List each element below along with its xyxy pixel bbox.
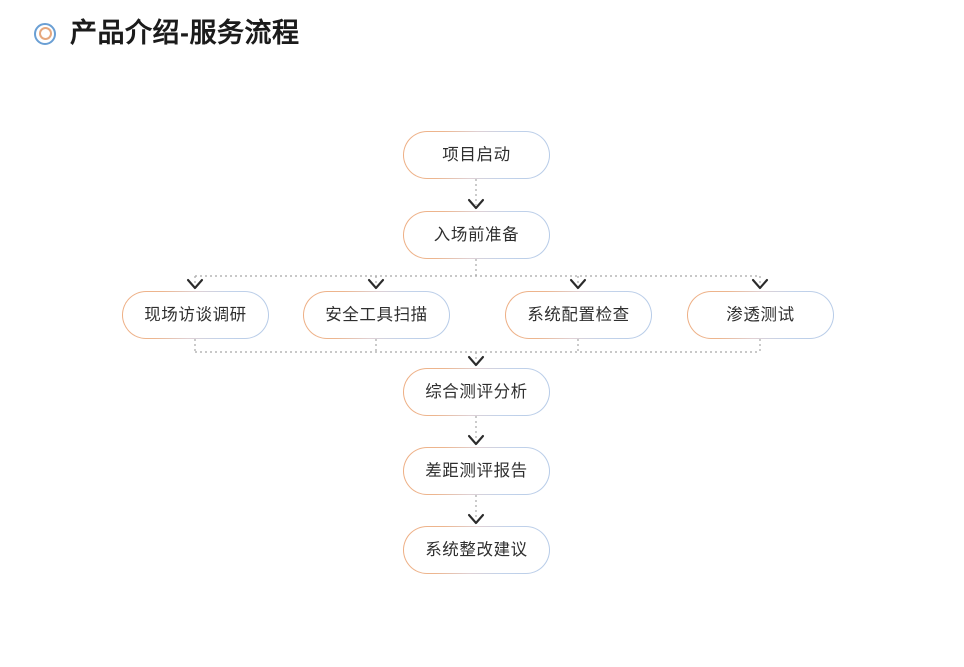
flow-node-assessment[interactable]: 综合测评分析 xyxy=(403,368,550,416)
flow-node-rectification[interactable]: 系统整改建议 xyxy=(403,526,550,574)
page-title: 产品介绍-服务流程 xyxy=(70,18,300,48)
flow-node-label: 安全工具扫描 xyxy=(325,305,428,324)
arrow-to-assessment xyxy=(467,355,485,367)
double-ring-inner xyxy=(38,27,52,40)
arrow-to-rectification xyxy=(467,513,485,525)
flow-node-label: 入场前准备 xyxy=(433,225,520,244)
page-header: 产品介绍-服务流程 xyxy=(34,20,300,47)
arrow-to-security-scan xyxy=(367,278,385,290)
arrow-to-onsite-interview xyxy=(186,278,204,290)
flow-node-onsite-interview[interactable]: 现场访谈调研 xyxy=(122,291,269,339)
arrow-to-config-check xyxy=(569,278,587,290)
flow-node-label: 系统配置检查 xyxy=(527,305,630,324)
arrow-to-pen-test xyxy=(751,278,769,290)
flow-node-gap-report[interactable]: 差距测评报告 xyxy=(403,447,550,495)
flow-node-label: 现场访谈调研 xyxy=(144,305,247,324)
double-ring-icon xyxy=(34,22,56,45)
arrow-to-pre-entry-prep xyxy=(467,198,485,210)
flow-node-label: 差距测评报告 xyxy=(425,461,528,480)
flow-node-label: 系统整改建议 xyxy=(425,540,528,559)
flow-node-label: 项目启动 xyxy=(442,145,511,164)
flow-node-config-check[interactable]: 系统配置检查 xyxy=(505,291,652,339)
flow-node-label: 综合测评分析 xyxy=(425,382,528,401)
flow-node-pre-entry-prep[interactable]: 入场前准备 xyxy=(403,211,550,259)
flow-node-pen-test[interactable]: 渗透测试 xyxy=(687,291,834,339)
arrow-to-gap-report xyxy=(467,434,485,446)
flow-node-label: 渗透测试 xyxy=(726,305,795,324)
flow-node-security-scan[interactable]: 安全工具扫描 xyxy=(303,291,450,339)
flow-node-project-launch[interactable]: 项目启动 xyxy=(403,131,550,179)
